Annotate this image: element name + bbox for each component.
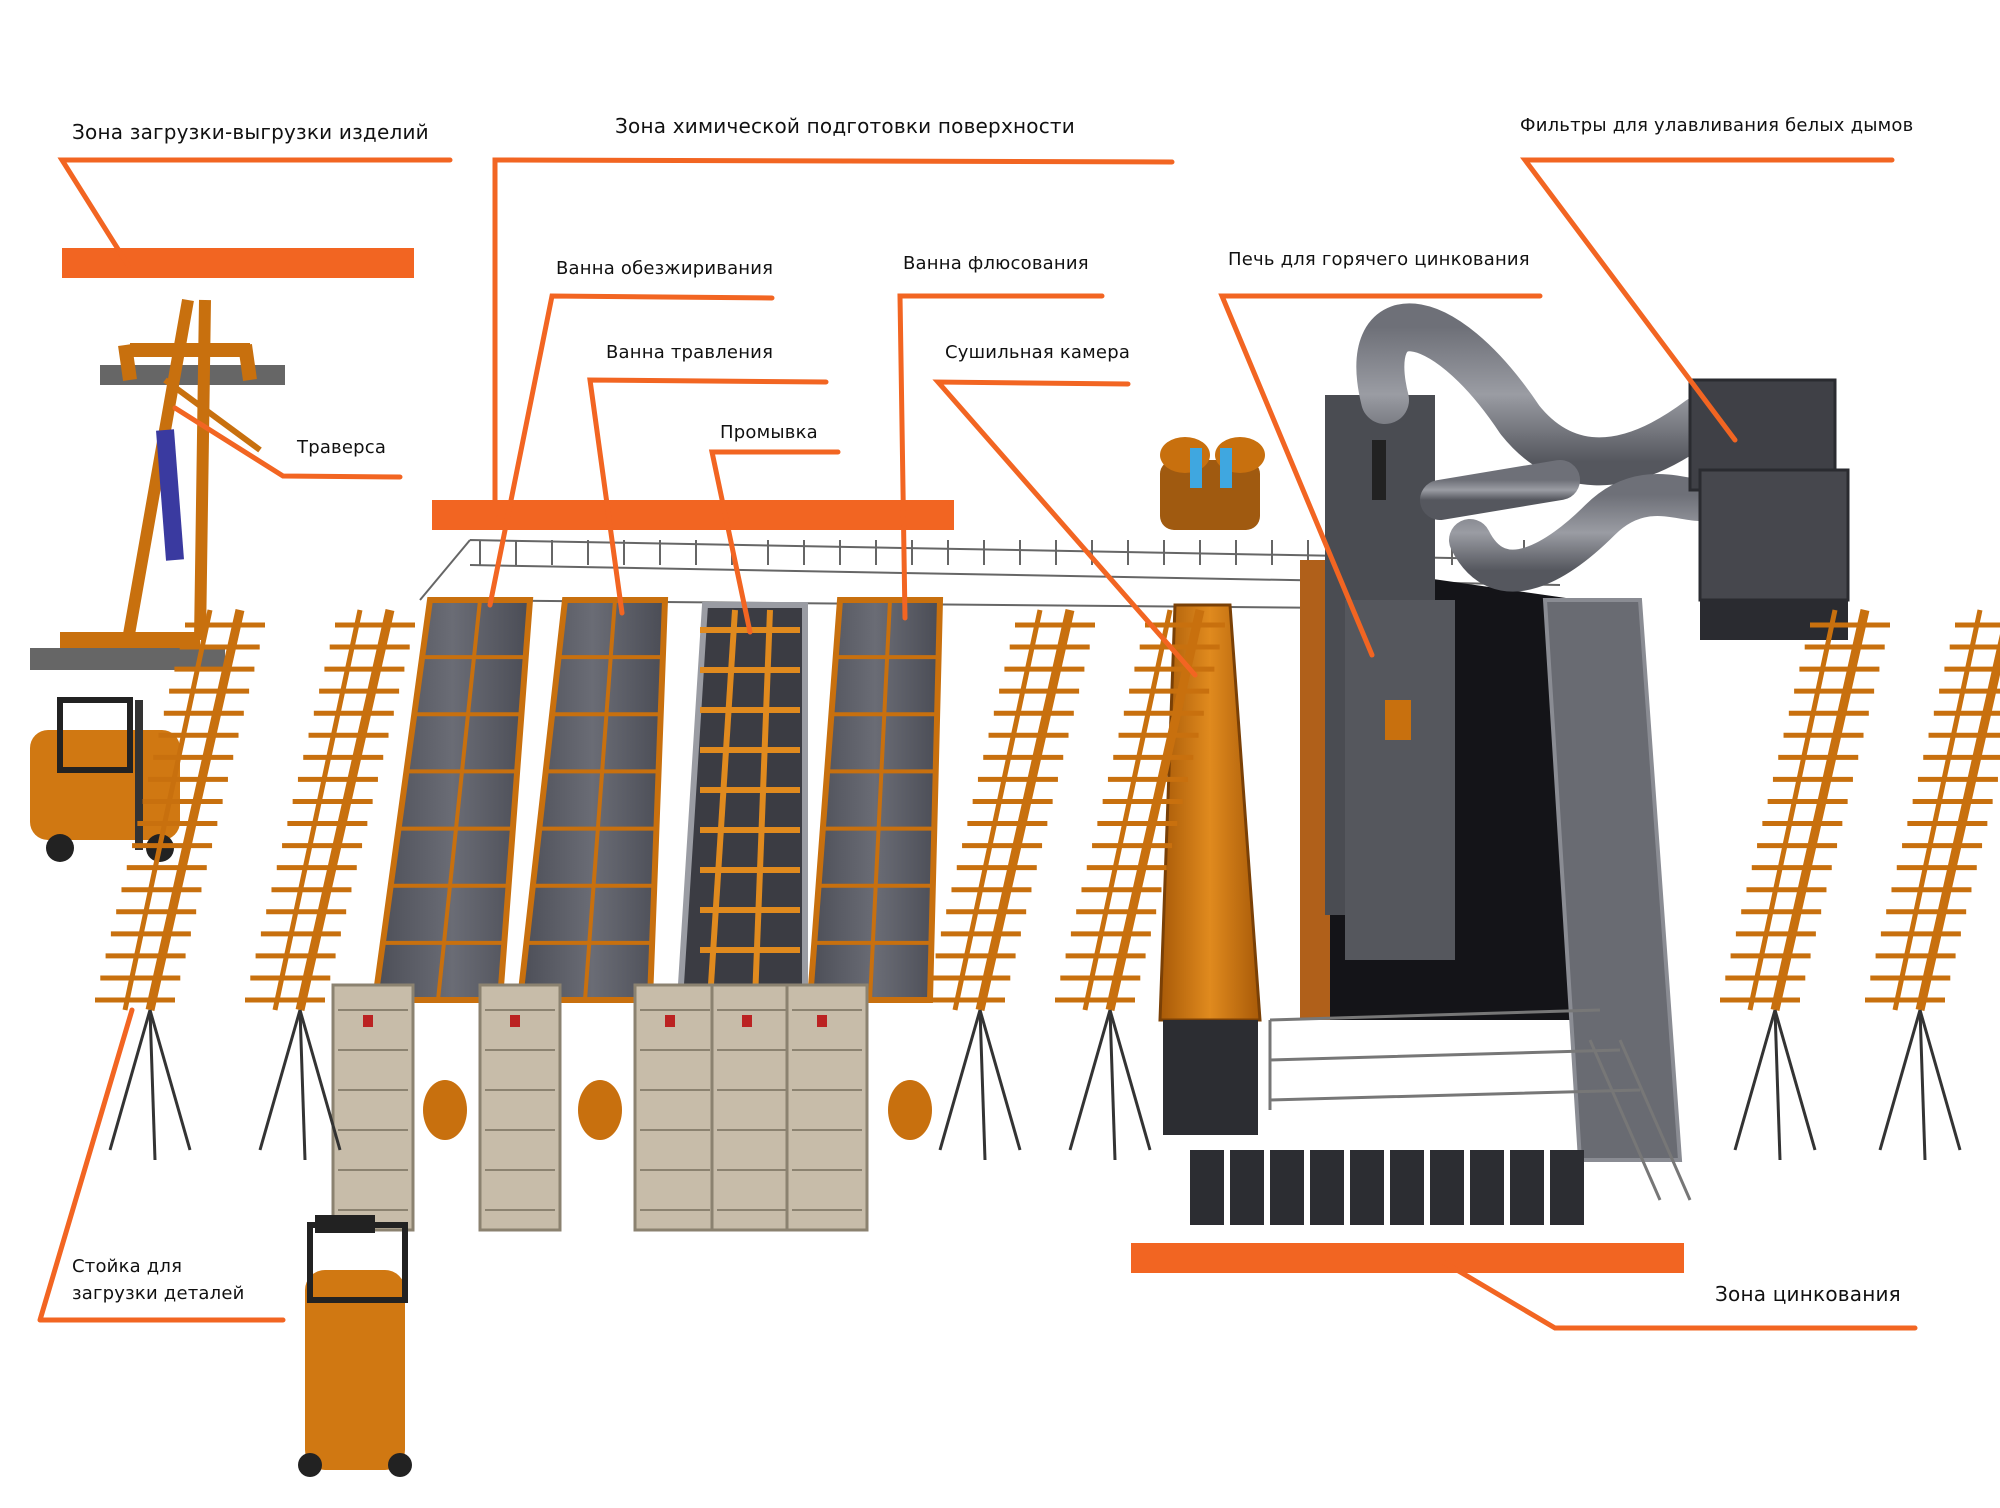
drying-chamber: [1158, 603, 1262, 1135]
label-chem-zone: Зона химической подготовки поверхности: [615, 114, 1075, 138]
drying-blower: [1160, 437, 1265, 530]
tank-degreasing: [371, 597, 534, 1003]
label-etching: Ванна травления: [606, 342, 774, 363]
pot: [1430, 1150, 1464, 1225]
forklift-icon: [30, 697, 180, 862]
label-rack-line1: Стойка для: [72, 1256, 183, 1277]
label-rack: Стойка для загрузки деталей: [72, 1253, 245, 1307]
rack-icon: [95, 609, 265, 1161]
leader-fluxing: [897, 293, 1105, 621]
label-rack-line2: загрузки деталей: [72, 1283, 245, 1304]
label-traverse: Траверса: [297, 437, 387, 458]
leader-drying: [932, 379, 1198, 678]
leader-chem: [492, 157, 1175, 518]
label-filters: Фильтры для улавливания белых дымов: [1520, 115, 1914, 136]
filter-icon: [1688, 378, 1850, 640]
leader-galv: [1437, 1257, 1918, 1331]
galv-zone-bar: [1131, 1243, 1684, 1273]
galv-cooling-bath: [1542, 598, 1683, 1162]
leader-rinse: [708, 449, 841, 635]
leader-loading: [57, 157, 453, 268]
pump-indicator: [665, 1015, 675, 1027]
pot: [1350, 1150, 1384, 1225]
motor-icon: [888, 1080, 932, 1140]
forklift-icon-2: [298, 1215, 412, 1477]
tank-fluxing: [806, 597, 944, 1003]
pump-indicator: [817, 1015, 827, 1027]
pot: [1310, 1150, 1344, 1225]
pot: [1230, 1150, 1264, 1225]
rack-icon: [1055, 609, 1225, 1161]
leader-lines: [37, 157, 1918, 1331]
motor-icon: [578, 1080, 622, 1140]
rack-icon: [1865, 609, 2000, 1161]
leader-rack: [37, 1007, 286, 1323]
label-fluxing: Ванна флюсования: [903, 253, 1089, 274]
pot: [1190, 1150, 1224, 1225]
ladder-rail: [752, 609, 773, 1001]
rack-icon: [245, 609, 415, 1161]
leader-traverse: [172, 405, 403, 480]
duct-icon: [1356, 303, 1724, 592]
chem-zone-bar: [432, 500, 954, 530]
pot: [1550, 1150, 1584, 1225]
pump-indicator: [742, 1015, 752, 1027]
label-galv-zone: Зона цинкования: [1715, 1282, 1901, 1306]
pump-indicator: [363, 1015, 373, 1027]
leader-furnace: [1218, 293, 1543, 658]
label-loading-zone: Зона загрузки-выгрузки изделий: [72, 120, 429, 144]
tank-rinse: [676, 602, 808, 1003]
loading-zone-bar: [62, 248, 414, 278]
furnace-icon: [1325, 395, 1455, 960]
ladder-rail: [707, 609, 738, 1001]
rack-icon: [1720, 609, 1890, 1161]
crane-icon: [30, 298, 285, 670]
label-drying: Сушильная камера: [945, 342, 1131, 363]
pot: [1470, 1150, 1504, 1225]
label-furnace: Печь для горячего цинкования: [1228, 249, 1530, 270]
leader-filters: [1520, 157, 1895, 443]
pot: [1510, 1150, 1544, 1225]
pump-indicator: [510, 1015, 520, 1027]
leader-degreasing: [487, 293, 775, 608]
leader-etching: [587, 377, 829, 616]
galv-platform: [1268, 1008, 1692, 1201]
pot: [1390, 1150, 1424, 1225]
tank-degreasing-2: [516, 597, 669, 1003]
rack-icon: [925, 609, 1095, 1161]
motor-icon: [423, 1080, 467, 1140]
label-rinse: Промывка: [720, 422, 818, 443]
pot: [1270, 1150, 1304, 1225]
label-degreasing: Ванна обезжиривания: [556, 258, 774, 279]
